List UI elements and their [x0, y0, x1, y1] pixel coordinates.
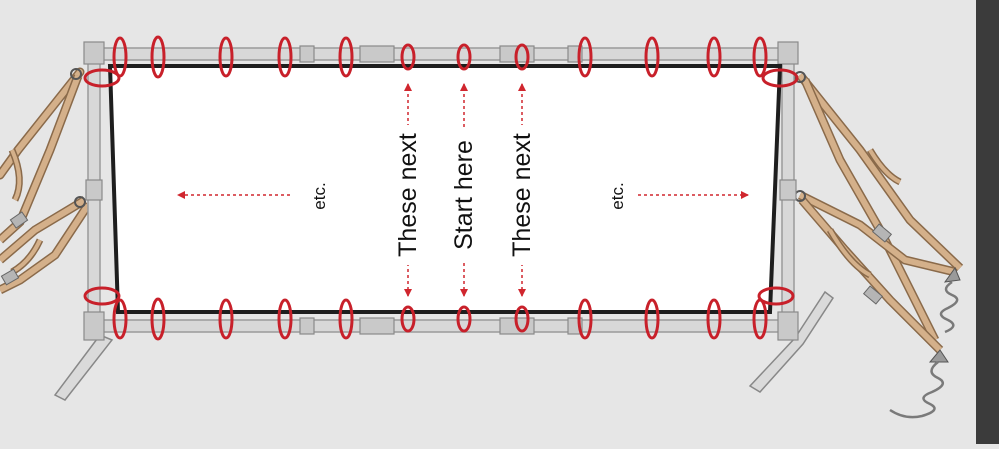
pipe-frame	[83, 41, 799, 341]
banner-panel	[107, 64, 783, 314]
bungee-ring-icon	[577, 36, 593, 78]
label-left-etc: etc.	[310, 182, 329, 210]
bungee-ring-icon	[83, 286, 121, 306]
label-right-etc: etc.	[608, 182, 627, 210]
bungee-ring-icon	[150, 35, 166, 79]
bungee-ring-icon	[112, 298, 128, 340]
bungee-ring-icon	[83, 68, 121, 88]
label-start-here: Start here	[449, 130, 479, 260]
bungee-ring-icon	[218, 298, 234, 340]
bungee-ring-icon	[400, 305, 416, 333]
ratchet-strap-icon	[0, 268, 20, 286]
right-side-bar	[976, 0, 999, 444]
left-ratchet-straps	[0, 67, 92, 295]
bungee-ring-icon	[577, 298, 593, 340]
label-these-next-left: These next	[393, 125, 423, 265]
bungee-ring-icon	[150, 297, 166, 341]
bungee-ring-icon	[761, 68, 799, 88]
bungee-ring-icon	[456, 305, 472, 333]
bungee-ring-icon	[338, 36, 354, 78]
bungee-ring-icon	[277, 298, 293, 340]
ground-stake-icon	[889, 266, 961, 419]
bungee-ring-icon	[706, 298, 722, 340]
right-ratchet-straps	[794, 71, 964, 354]
ratchet-strap-icon	[871, 223, 893, 243]
label-these-next-right: These next	[507, 125, 537, 265]
bungee-ring-icon	[514, 305, 530, 333]
ratchet-strap-icon	[862, 285, 884, 305]
bungee-ring-icon	[400, 43, 416, 71]
bungee-rings	[83, 35, 799, 341]
bungee-ring-icon	[644, 298, 660, 340]
bungee-ring-icon	[456, 43, 472, 71]
bungee-ring-icon	[514, 43, 530, 71]
bungee-ring-icon	[218, 36, 234, 78]
frame-support-legs	[53, 290, 835, 401]
bungee-ring-icon	[752, 36, 768, 78]
bungee-ring-icon	[757, 286, 795, 306]
bungee-ring-icon	[644, 36, 660, 78]
bungee-ring-icon	[338, 298, 354, 340]
bungee-ring-icon	[706, 36, 722, 78]
ratchet-strap-icon	[9, 211, 29, 229]
bungee-ring-icon	[277, 36, 293, 78]
